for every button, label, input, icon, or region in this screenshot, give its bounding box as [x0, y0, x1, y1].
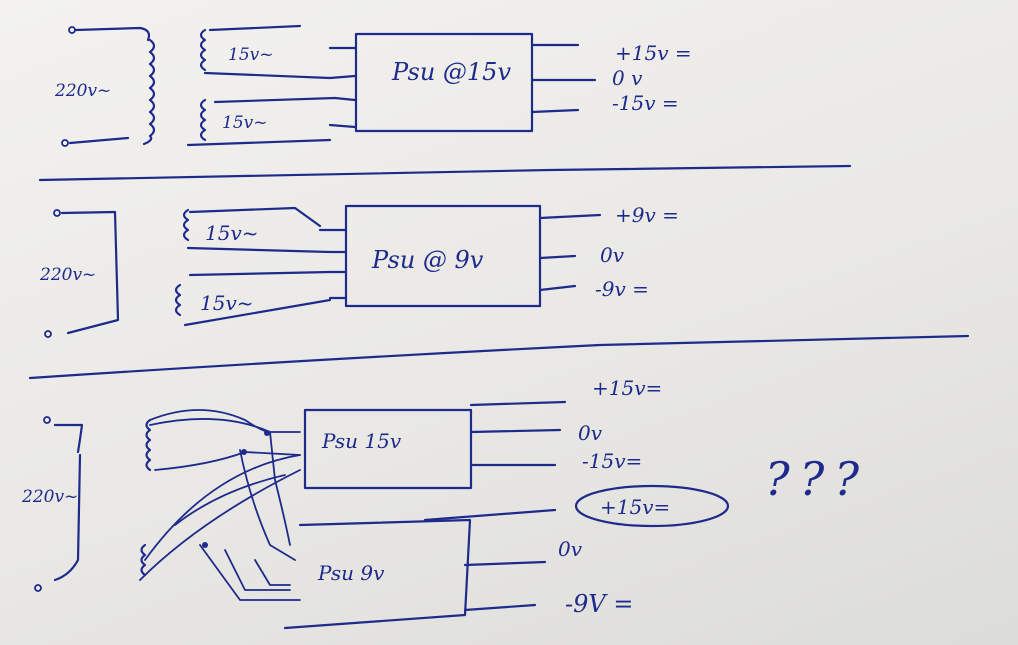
psu-bottom-label: Psu 9v: [317, 561, 385, 585]
psu-box-15v: [354, 32, 534, 133]
psu-box-9v: [344, 204, 542, 308]
mains-input-3: 220v~: [21, 416, 84, 592]
circled-output-ring: [574, 484, 730, 528]
mains-label-3: 220v~: [21, 487, 78, 507]
winding-bottom-2: 15v~: [200, 291, 254, 315]
question-marks: ???: [765, 452, 869, 506]
tangled-wiring: [139, 409, 301, 601]
mains-input-1: 220v~: [54, 26, 156, 147]
divider-1: [38, 164, 852, 182]
out-zero-2: 0v: [600, 243, 625, 267]
out-neg-1: -15v =: [612, 91, 679, 115]
mains-label-1: 220v~: [54, 81, 111, 101]
out-zero-1: 0 v: [612, 66, 643, 90]
section-3: 220v~ Psu 15v Psu 9v +: [21, 376, 869, 630]
out-zero-top: 0v: [578, 421, 603, 445]
psu-label-2: Psu @ 9v: [371, 246, 484, 274]
out-circled: +15v=: [600, 495, 670, 519]
psu-top-label: Psu 15v: [321, 429, 402, 453]
divider-2: [28, 334, 970, 380]
out-zero-bottom: 0v: [558, 537, 583, 561]
winding-top-2: 15v~: [205, 221, 259, 245]
out-neg-2: -9v =: [595, 277, 649, 301]
out-neg15: -15v=: [582, 449, 642, 473]
mains-input-2: 220v~: [39, 209, 120, 338]
out-pos-2: +9v =: [615, 203, 679, 227]
out-pos15: +15v=: [592, 376, 662, 400]
secondary-coils-1: 15v~ 15v~: [186, 24, 337, 147]
secondary-coils-2: 15v~ 15v~: [174, 206, 332, 327]
psu-label-1: Psu @15v: [391, 58, 511, 86]
winding-bottom-1: 15v~: [222, 113, 267, 133]
primary-coil-1: [142, 38, 156, 146]
winding-top-1: 15v~: [228, 45, 273, 65]
section-2: 220v~ 15v~ 15v~ Psu @ 9v +9v = 0v -9v =: [39, 203, 679, 338]
psu-box-15v-section3: [303, 408, 473, 490]
section-1: 220v~ 15v~ 15v~ Psu @15v +15v = 0 v -15v…: [54, 24, 692, 147]
out-neg9: -9V =: [565, 590, 633, 618]
psu-box-9v-section3: [283, 518, 472, 630]
mains-label-2: 220v~: [39, 265, 96, 285]
out-pos-1: +15v =: [615, 41, 692, 65]
